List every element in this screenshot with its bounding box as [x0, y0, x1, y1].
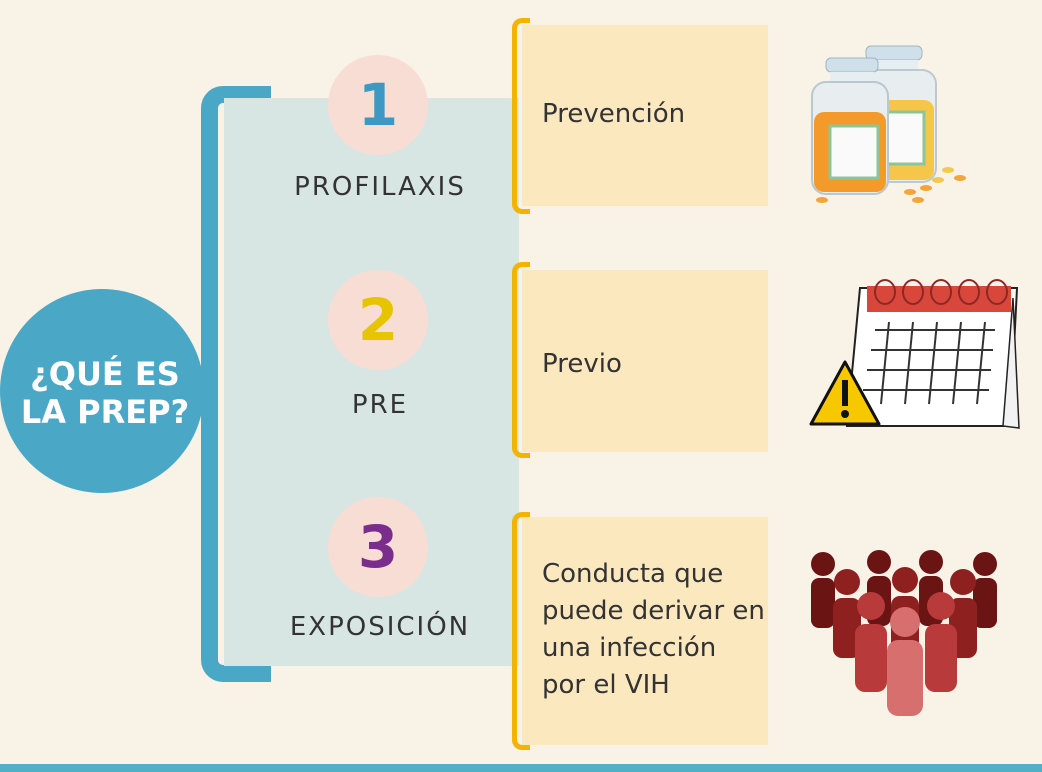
- step-3-description: Conducta que puede derivar en una infecc…: [542, 556, 765, 704]
- step-2-bracket: [512, 262, 530, 458]
- calendar-warning-icon: [809, 279, 1020, 429]
- step-3-description-line: por el VIH: [542, 670, 670, 700]
- step-1-label: PROFILAXIS: [294, 172, 466, 202]
- step-2-label: PRE: [351, 390, 409, 420]
- step-3-number: 3: [328, 497, 428, 597]
- step-1-number: 1: [328, 55, 428, 155]
- group-of-people-icon: [811, 550, 997, 716]
- step-2-number: 2: [328, 270, 428, 370]
- title-line-1: ¿QUÉ ES: [30, 355, 180, 393]
- step-3-bracket: [512, 512, 530, 750]
- step-3-label: EXPOSICIÓN: [289, 612, 471, 642]
- step-3-box: [522, 517, 768, 745]
- step-2-box: [522, 270, 768, 452]
- pill-bottles-icon: [811, 45, 966, 203]
- step-1-description: Prevención: [542, 99, 686, 129]
- title-line-2: LA PREP?: [20, 393, 190, 431]
- step-3-description-line: Conducta que: [542, 559, 724, 589]
- step-3-description-line: puede derivar en: [542, 596, 765, 626]
- step-1-box: [522, 25, 768, 206]
- title-text: ¿QUÉ ES LA PREP?: [10, 355, 200, 431]
- title-circle: [0, 289, 204, 493]
- step-2-description: Previo: [542, 349, 622, 379]
- step-1-bracket: [512, 18, 530, 214]
- step-3-description-line: una infección: [542, 633, 717, 663]
- bottom-divider: [0, 764, 1042, 772]
